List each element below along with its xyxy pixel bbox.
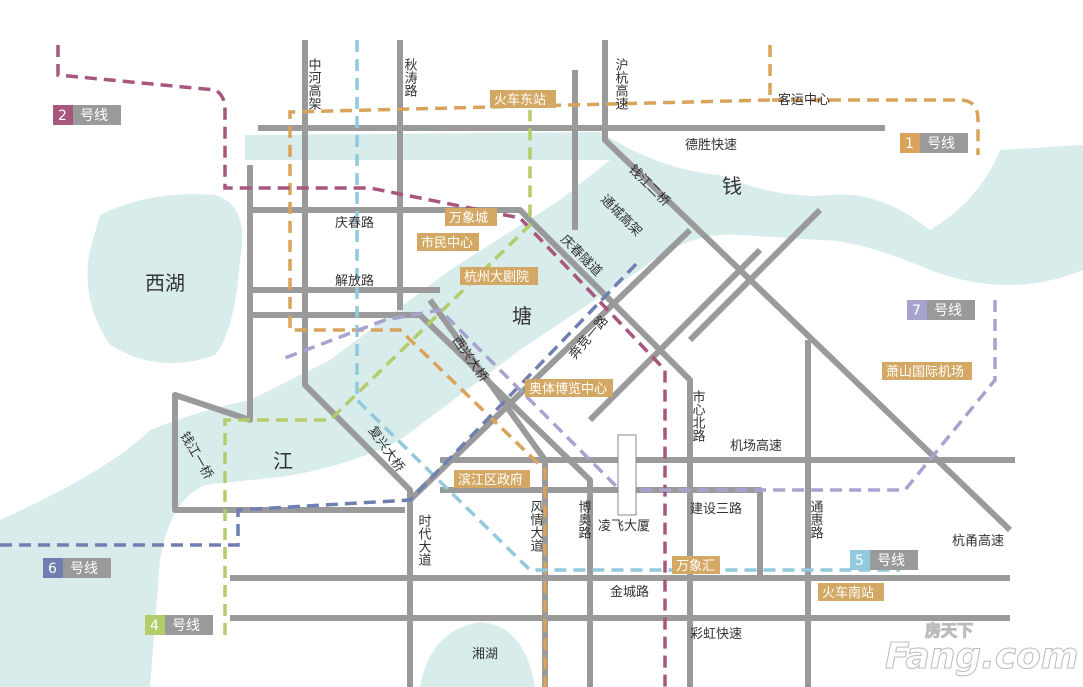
road-label: 庆春路 bbox=[335, 215, 374, 231]
landmark-label: 凌飞大厦 bbox=[598, 519, 650, 534]
landmark: 凌飞大厦 bbox=[598, 434, 650, 534]
road-label: 解放路 bbox=[335, 273, 374, 289]
road-label: 奔竞一路 bbox=[566, 312, 612, 362]
station-label[interactable]: 萧山国际机场 bbox=[886, 365, 964, 380]
line-5-badge[interactable]: 5 号线 bbox=[850, 550, 918, 570]
area-qian: 钱 bbox=[722, 174, 742, 198]
svg-text:Fang.com: Fang.com bbox=[885, 636, 1078, 677]
station-label[interactable]: 奥体博览中心 bbox=[529, 381, 607, 397]
road-label: 秋涛路 bbox=[402, 58, 418, 97]
line-6-badge[interactable]: 6 号线 bbox=[43, 558, 111, 578]
station-label[interactable]: 万象城 bbox=[449, 211, 488, 226]
station-label[interactable]: 火车南站 bbox=[822, 585, 874, 601]
line-2 bbox=[56, 45, 667, 687]
svg-text:6: 6 bbox=[48, 561, 57, 577]
station-label[interactable]: 滨江区政府 bbox=[458, 472, 523, 488]
station-label[interactable]: 客运中心 bbox=[778, 92, 830, 108]
svg-text:号线: 号线 bbox=[70, 561, 98, 577]
svg-text:7: 7 bbox=[912, 303, 921, 319]
watermark: 房天下 Fang.com bbox=[885, 621, 1079, 678]
west-lake bbox=[87, 194, 243, 363]
road-label: 市心北路 bbox=[690, 389, 706, 442]
road-label: 风情大道 bbox=[528, 500, 544, 552]
road-label: 德胜快速 bbox=[685, 138, 737, 153]
area-labels: 西湖 钱 塘 江 湘湖 bbox=[145, 174, 742, 662]
line-1 bbox=[288, 45, 980, 687]
area-jiang: 江 bbox=[273, 449, 293, 473]
svg-text:1: 1 bbox=[905, 136, 914, 152]
road-label: 通惠路 bbox=[808, 500, 824, 539]
svg-text:号线: 号线 bbox=[877, 553, 905, 569]
line-7 bbox=[284, 300, 997, 492]
svg-text:号线: 号线 bbox=[172, 618, 200, 634]
road-label: 博奥路 bbox=[576, 500, 592, 539]
station-label[interactable]: 市民中心 bbox=[421, 235, 473, 251]
svg-text:号线: 号线 bbox=[934, 303, 962, 319]
xiang-lake bbox=[420, 622, 535, 687]
station-label[interactable]: 万象汇 bbox=[676, 559, 715, 574]
road-label: 机场高速 bbox=[730, 438, 782, 454]
line-7-badge[interactable]: 7 号线 bbox=[907, 300, 975, 320]
svg-text:房天下: 房天下 bbox=[925, 621, 973, 640]
line-badges[interactable]: 2 号线 1 号线 7 号线 5 号线 6 号线 4 号线 bbox=[43, 105, 975, 635]
svg-text:2: 2 bbox=[58, 108, 67, 124]
line-6 bbox=[0, 258, 642, 547]
svg-text:号线: 号线 bbox=[927, 136, 955, 152]
road-label: 沪杭高速 bbox=[613, 57, 629, 110]
line-4-badge[interactable]: 4 号线 bbox=[145, 615, 213, 635]
road-label: 金城路 bbox=[610, 584, 649, 600]
line-2-badge[interactable]: 2 号线 bbox=[53, 105, 121, 125]
svg-text:4: 4 bbox=[150, 618, 159, 634]
line-1-badge[interactable]: 1 号线 bbox=[900, 133, 968, 153]
road-label: 时代大道 bbox=[416, 514, 432, 566]
station-label[interactable]: 火车东站 bbox=[494, 92, 546, 108]
svg-text:号线: 号线 bbox=[80, 108, 108, 124]
area-tang: 塘 bbox=[512, 304, 532, 328]
road-label: 中河高架 bbox=[306, 58, 322, 110]
road-label: 杭甬高速 bbox=[952, 533, 1004, 549]
line-4 bbox=[223, 110, 532, 635]
west-lake-label: 西湖 bbox=[145, 271, 185, 295]
xiang-lake-label: 湘湖 bbox=[472, 647, 498, 662]
svg-text:5: 5 bbox=[855, 553, 864, 569]
road-label: 彩虹快速 bbox=[690, 627, 742, 642]
building-icon bbox=[617, 434, 637, 516]
stations[interactable]: 火车东站 客运中心 万象城 市民中心 杭州大剧院 奥体博览中心 滨江区政府 万象… bbox=[417, 90, 972, 601]
station-label[interactable]: 杭州大剧院 bbox=[464, 270, 529, 285]
road-label: 建设三路 bbox=[690, 501, 742, 517]
